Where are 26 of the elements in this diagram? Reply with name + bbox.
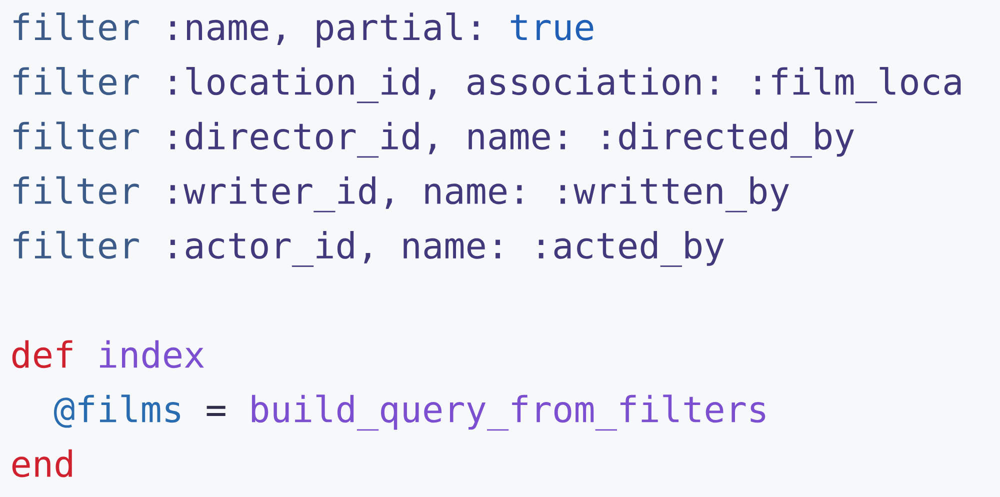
- code-keyword: filter: [14, 12, 139, 40]
- code-identifier: index: [100, 340, 204, 368]
- code-keyword: filter: [14, 122, 139, 150]
- code-keyword: end: [12, 449, 72, 478]
- code-symbol: :writer_id,: [170, 176, 392, 212]
- code-symbol: :name,: [170, 20, 284, 46]
- code-symbol: :actor_id,: [170, 231, 370, 267]
- code-symbol: :film_loca: [756, 67, 961, 104]
- code-symbol: :directed_by: [604, 122, 854, 158]
- code-symbol: :location_id,: [170, 67, 436, 104]
- code-literal: true: [510, 14, 594, 40]
- code-symbol: name:: [425, 184, 522, 204]
- code-symbol: name:: [468, 129, 565, 150]
- code-variable: @films: [54, 394, 180, 428]
- code-symbol: :director_id,: [170, 122, 436, 158]
- code-keyword: filter: [14, 176, 139, 204]
- code-operator: =: [206, 406, 226, 416]
- code-symbol: association:: [468, 67, 717, 96]
- code-symbol: :written_by: [560, 176, 789, 212]
- code-keyword: def: [12, 340, 72, 368]
- code-identifier: build_query_from_filters: [252, 394, 766, 431]
- code-symbol: partial:: [316, 12, 478, 48]
- code-keyword: filter: [14, 230, 139, 259]
- code-keyword: filter: [14, 67, 139, 96]
- code-symbol: :acted_by: [538, 231, 724, 267]
- code-symbol: name:: [404, 238, 500, 259]
